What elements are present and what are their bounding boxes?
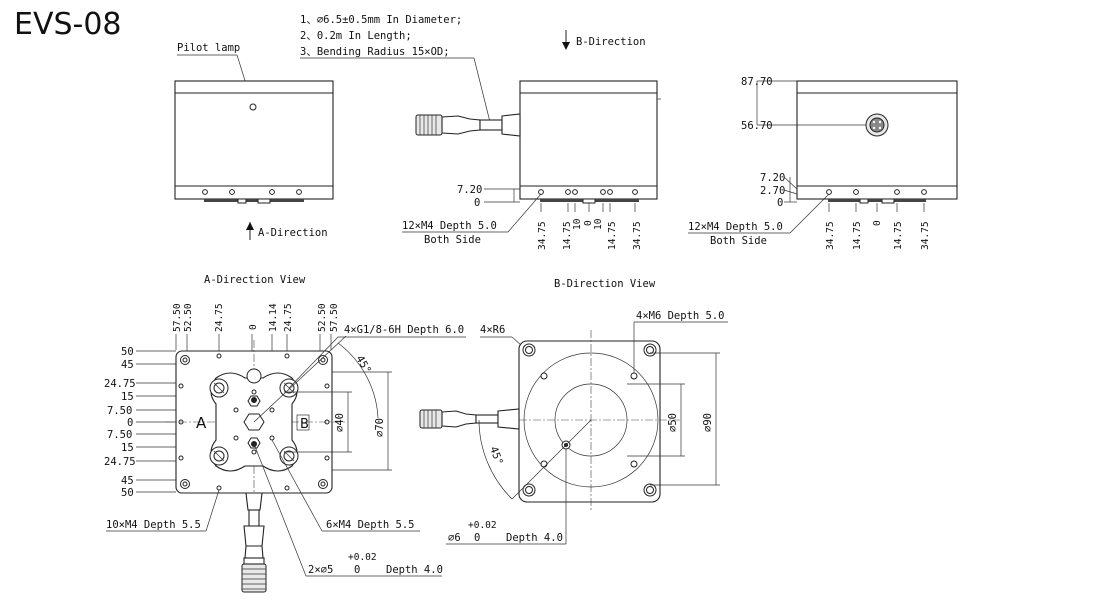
dim-rb-4: 14.75 [893,221,904,250]
cable-down-icon [241,492,267,593]
dim-mb-3: 10 [572,218,583,230]
r6-label: 4×R6 [480,324,505,336]
b-direction-view: B-Direction View [419,278,728,545]
dim-al-9: 24.75 [104,456,136,468]
dim-7-20-r: 7.20 [760,172,785,184]
dim-at-3: 24.75 [214,303,225,332]
dim-rb-5: 34.75 [920,221,931,250]
dim-phi90: ∅90 [702,413,714,432]
dim-phi70: ∅70 [374,418,386,437]
m4-both-side-label-2: 12×M4 Depth 5.0 [688,221,783,233]
a-direction-arrow-icon [246,222,254,230]
hole-6-tol: +0.02 [468,520,497,531]
b-direction-label: B-Direction [576,36,646,48]
a-direction-view-title: A-Direction View [204,274,306,286]
dim-at-7: 52.50 [317,303,328,332]
angle-45-a: 45° [353,354,373,376]
hole-6-depth: Depth 4.0 [506,532,563,544]
dim-mb-6: 14.75 [607,221,618,250]
dim-al-11: 50 [121,487,134,499]
pilot-lamp-icon [249,103,257,111]
m4-10-label: 10×M4 Depth 5.5 [106,519,201,531]
m4-6-label: 6×M4 Depth 5.5 [326,519,415,531]
note-1: 1、∅6.5±0.5mm In Diameter; [300,14,462,26]
drawing-title: EVS-08 [14,7,122,42]
port-a-label: A [196,414,207,432]
angle-45-b: 45° [487,445,505,467]
dim-at-8: 57.50 [329,303,340,332]
dim-phi50: ∅50 [667,413,679,432]
dim-al-3: 24.75 [104,378,136,390]
dim-at-6: 24.75 [283,303,294,332]
dim-rb-1: 34.75 [825,221,836,250]
dim-7-20: 7.20 [457,184,482,196]
dims-right-bottom: 34.75 14.75 0 14.75 34.75 [825,203,931,250]
note-3: 3、Bending Radius 15×OD; [300,46,450,58]
dim-rb-3: 0 [872,220,883,226]
hole-2x5-zero: 0 [354,564,360,576]
both-side-label-1: Both Side [424,234,481,246]
connector-face-icon [865,113,889,137]
dim-0: 0 [474,197,480,209]
b-direction-view-title: B-Direction View [554,278,656,290]
a-direction-label: A-Direction [258,227,328,239]
dim-mb-5: 10 [593,218,604,230]
hole-6-label: ∅6 [448,532,461,544]
cable-connector-icon [415,113,521,137]
a-direction-view: A-Direction View 57.50 52.50 24.75 0 14.… [104,274,466,593]
b-view-connector-icon [419,408,520,430]
port-b-label: B [300,417,309,432]
dim-at-2: 52.50 [183,303,194,332]
dim-2-70: 2.70 [760,185,785,197]
both-side-label-2: Both Side [710,235,767,247]
dim-al-2: 45 [121,359,134,371]
dim-56-70: 56.70 [741,120,773,132]
dim-0-r: 0 [777,197,783,209]
dim-mb-7: 34.75 [632,221,643,250]
dim-al-6: 0 [127,417,133,429]
hole-2x5-label: 2×∅5 [308,564,333,576]
pilot-lamp-label: Pilot lamp [177,42,240,54]
dim-al-1: 50 [121,346,134,358]
g18-thread-label: 4×G1/8-6H Depth 6.0 [344,324,464,336]
dim-mb-1: 34.75 [537,221,548,250]
dim-rb-2: 14.75 [852,221,863,250]
dim-al-4: 15 [121,391,134,403]
dim-mb-2: 14.75 [562,221,573,250]
dim-at-5: 14.14 [268,303,279,332]
b-direction-arrow-icon [562,42,570,50]
dim-al-7: 7.50 [107,429,132,441]
dim-phi40: ∅40 [334,413,346,432]
note-2: 2、0.2m In Length; [300,30,412,42]
hole-2x5-tol: +0.02 [348,552,377,563]
dim-mb-4: 0 [583,220,594,226]
m6-label: 4×M6 Depth 5.0 [636,310,725,322]
dims-middle-bottom: 34.75 14.75 10 0 10 14.75 34.75 [537,203,643,250]
side-view-middle: 7.20 0 34.75 14.75 10 0 10 14.75 34.75 1… [402,80,661,250]
dim-at-4: 0 [248,324,259,330]
dim-at-1: 57.50 [172,303,183,332]
dims-aview-left: 50 45 24.75 15 7.50 0 7.50 15 24.75 45 5… [104,346,176,499]
dim-al-5: 7.50 [107,405,132,417]
dim-al-8: 15 [121,442,134,454]
side-view-right: 87.70 56.70 7.20 2.70 0 34.75 14.75 0 14… [688,76,958,250]
hole-2x5-depth: Depth 4.0 [386,564,443,576]
side-view-left: Pilot lamp A-Direction [174,42,334,240]
hole-6-zero: 0 [474,532,480,544]
m4-both-side-label-1: 12×M4 Depth 5.0 [402,220,497,232]
dim-al-10: 45 [121,475,134,487]
